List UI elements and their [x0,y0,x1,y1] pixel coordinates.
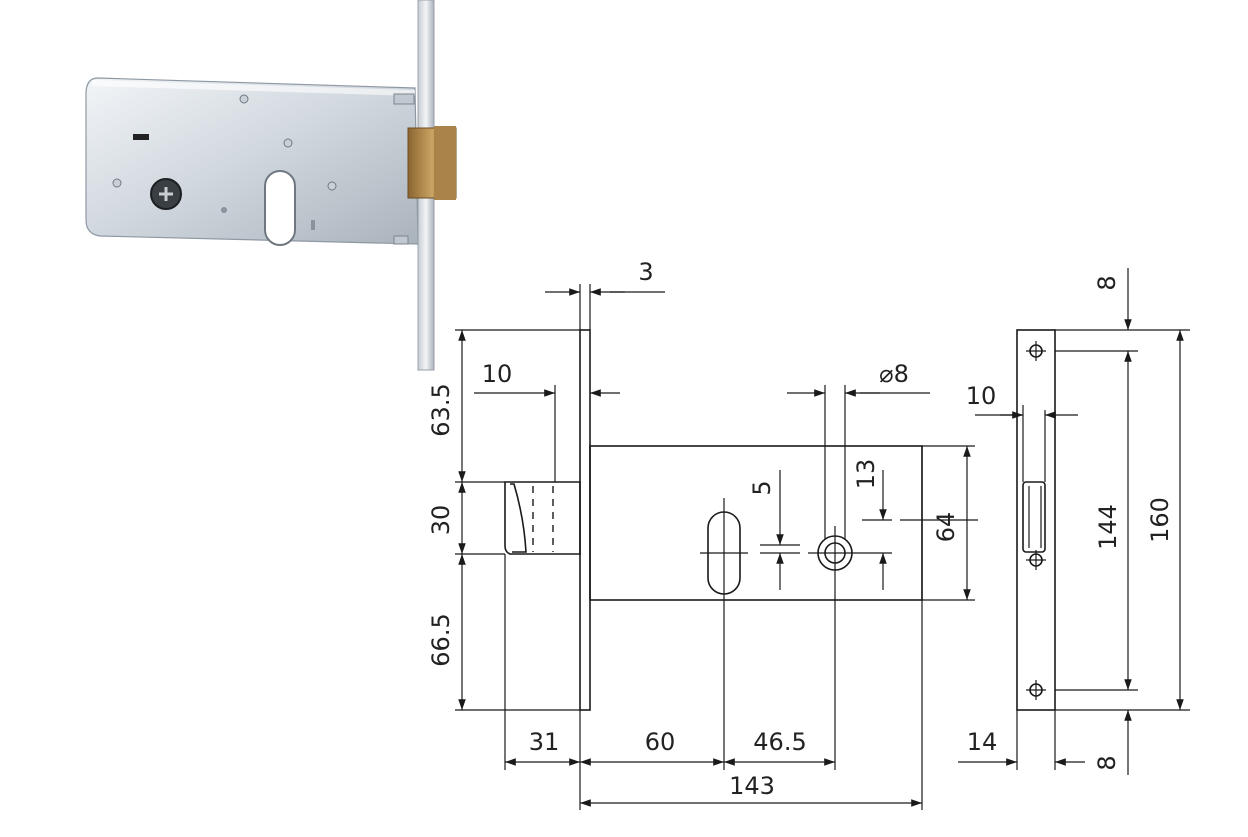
cylinder-hole-icon [264,170,296,246]
dim-strike-length: 160 [1146,497,1174,543]
lock-side-view [504,329,923,711]
strike-plate-outline [1016,329,1056,711]
dim-case-height: 64 [932,512,960,543]
dim-latch-height: 30 [427,505,455,536]
screw-hole-top-icon [1026,341,1046,361]
dimension-labels: 3 10 ⌀8 63.5 30 66.5 5 13 64 10 31 60 46… [427,258,1174,800]
dim-bolt-diameter: ⌀8 [879,360,909,388]
key-slot-icon [133,134,149,140]
mortise-lock-photo [85,0,457,371]
latch-bolt [504,481,581,555]
dimension-lines [455,268,1190,810]
strike-latch-opening [1022,481,1046,553]
dim-hole-margin-top: 8 [1093,275,1121,290]
dim-latch-to-bottom: 66.5 [427,613,455,666]
dim-strike-offset: 10 [966,382,997,410]
lock-case [85,77,419,245]
screw-hole-bottom-icon [1026,680,1046,700]
dim-center-distance: 46.5 [753,728,806,756]
dim-hole-margin-bottom: 8 [1093,755,1121,770]
dim-top-to-latch: 63.5 [427,383,455,436]
dim-latch-projection: 31 [529,728,560,756]
dim-cylinder-gap: 13 [852,459,880,490]
dim-strike-width: 14 [967,728,998,756]
faceplate-outline [579,329,591,711]
dim-spindle-gap: 5 [748,480,776,495]
cylinder-hole [808,526,862,580]
strike-plate-view [1016,329,1056,711]
dim-case-depth: 143 [729,772,775,800]
dim-faceplate-thickness: 3 [638,258,653,286]
dim-backset: 60 [645,728,676,756]
screw-hole-mid-icon [1026,550,1046,570]
dim-hole-spacing: 144 [1094,504,1122,550]
dim-latch-offset: 10 [482,360,513,388]
